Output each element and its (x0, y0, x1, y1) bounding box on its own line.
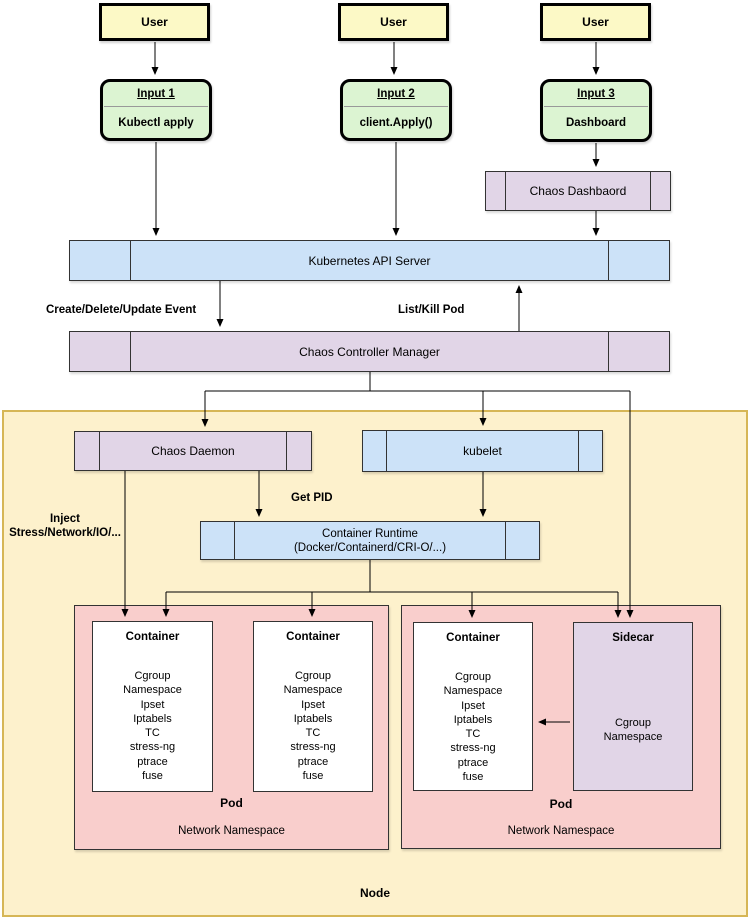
pod-left-label: Pod (220, 796, 243, 810)
kubernetes-api-server-box: Kubernetes API Server (69, 240, 670, 281)
container-runtime-box: Container Runtime (Docker/Containerd/CRI… (200, 521, 540, 560)
pod-right-label: Pod (549, 797, 573, 811)
container-3-title: Container (446, 632, 500, 644)
input-1-box: Input 1 Kubectl apply (100, 79, 212, 141)
input-3-body: Dashboard (565, 117, 627, 129)
container-box-3: Container Cgroup Namespace Ipset Iptabel… (413, 622, 533, 791)
kubelet-box: kubelet (362, 430, 603, 472)
pod-right-network-namespace-label: Network Namespace (507, 825, 615, 837)
divider (104, 106, 208, 107)
container-runtime-line1: Container Runtime (322, 527, 418, 540)
inject-label-line2: Stress/Network/IO/... (9, 527, 121, 539)
container-runtime-line2: (Docker/Containerd/CRI-O/...) (293, 541, 447, 554)
input-1-title: Input 1 (137, 88, 175, 100)
user-box-2: User (338, 3, 449, 41)
input-3-title: Input 3 (577, 88, 615, 100)
container-1-items: Cgroup Namespace Ipset Iptabels TC stres… (123, 670, 182, 783)
list-kill-pod-label: List/Kill Pod (398, 304, 465, 316)
user-label-1: User (141, 15, 168, 29)
kubelet-label: kubelet (463, 444, 502, 458)
pod-left-network-namespace-label: Network Namespace (178, 825, 285, 837)
input-2-title: Input 2 (377, 88, 415, 100)
chaos-controller-manager-label: Chaos Controller Manager (299, 344, 440, 359)
input-3-box: Input 3 Dashboard (540, 79, 652, 142)
inject-label: Inject Stress/Network/IO/... (0, 512, 130, 540)
container-3-items: Cgroup Namespace Ipset Iptabels TC stres… (443, 671, 503, 784)
chaos-dashboard-box: Chaos Dashbaord (485, 171, 671, 211)
input-1-body: Kubectl apply (118, 116, 194, 129)
input-2-box: Input 2 client.Apply() (340, 79, 452, 141)
chaos-daemon-box: Chaos Daemon (74, 431, 312, 471)
inject-label-line1: Inject (49, 513, 81, 525)
container-box-1: Container Cgroup Namespace Ipset Iptabel… (92, 621, 213, 792)
container-runtime-label: Container Runtime (Docker/Containerd/CRI… (294, 527, 446, 555)
sidecar-title: Sidecar (612, 632, 654, 644)
container-box-2: Container Cgroup Namespace Ipset Iptabel… (253, 621, 373, 792)
create-delete-update-event-label: Create/Delete/Update Event (46, 304, 197, 316)
get-pid-label: Get PID (291, 492, 333, 504)
sidecar-box: Sidecar Cgroup Namespace (573, 622, 693, 791)
kubernetes-api-server-label: Kubernetes API Server (308, 253, 431, 268)
chaos-daemon-label: Chaos Daemon (151, 444, 235, 458)
chaos-controller-manager-box: Chaos Controller Manager (69, 331, 670, 372)
input-2-body: client.Apply() (359, 116, 433, 129)
sidecar-items: Cgroup Namespace (603, 717, 663, 744)
user-box-3: User (540, 3, 651, 41)
user-label-3: User (582, 15, 609, 29)
divider (344, 106, 448, 107)
node-label: Node (360, 886, 390, 900)
container-2-items: Cgroup Namespace Ipset Iptabels TC stres… (283, 670, 343, 783)
user-label-2: User (380, 15, 407, 29)
chaos-dashboard-label: Chaos Dashbaord (529, 184, 627, 198)
container-1-title: Container (125, 631, 180, 643)
divider (544, 106, 648, 107)
container-2-title: Container (286, 631, 340, 643)
user-box-1: User (99, 3, 210, 41)
